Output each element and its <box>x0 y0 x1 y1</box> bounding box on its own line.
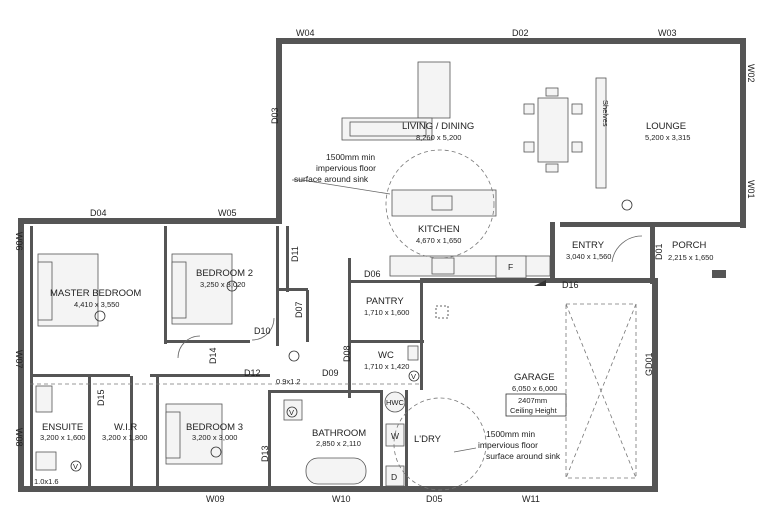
vent-label: V <box>289 408 294 417</box>
room-name-porch: PORCH <box>672 240 706 251</box>
vent-label: V <box>73 462 78 471</box>
tag-d01: D01 <box>654 243 664 260</box>
ensuite-window-size: 1.0x1.6 <box>34 477 59 486</box>
kitchen-note-line-2: impervious floor <box>316 163 376 173</box>
vent-icon <box>286 406 298 418</box>
room-name-kitchen: KITCHEN <box>418 224 460 235</box>
tag-w11: W11 <box>522 494 540 504</box>
smoke-alarm-icon <box>226 280 238 292</box>
tag-w06: W06 <box>14 232 24 251</box>
laundry-note-line-2: impervious floor <box>478 440 538 450</box>
tag-d11: D11 <box>290 246 300 262</box>
tag-w02: W02 <box>746 64 756 83</box>
exterior-walls <box>18 38 746 492</box>
laundry-note-line-1: 1500mm min <box>486 429 535 439</box>
shelves-label: Shelves <box>601 100 610 127</box>
room-dims-bedroom-3: 3,200 x 3,000 <box>192 433 237 442</box>
room-dims-kitchen: 4,670 x 1,650 <box>416 236 461 245</box>
vent-icon <box>70 460 82 472</box>
room-name-wir: W.I.R <box>114 422 137 433</box>
room-name-ensuite: ENSUITE <box>42 422 83 433</box>
step-marker-icon <box>534 280 546 286</box>
room-labels: LIVING / DINING 8,260 x 5,200 LOUNGE 5,2… <box>40 121 713 448</box>
tag-w10: W10 <box>332 494 351 504</box>
room-name-pantry: PANTRY <box>366 296 404 307</box>
room-name-entry: ENTRY <box>572 240 605 251</box>
tag-w09: W09 <box>206 494 225 504</box>
room-dims-bedroom-2: 3,250 x 3,020 <box>200 280 245 289</box>
notes: 1500mm min impervious floor surface arou… <box>34 100 610 486</box>
room-dims-entry: 3,040 x 1,560 <box>566 252 611 261</box>
room-name-lounge: LOUNGE <box>646 121 686 132</box>
vent-icon <box>408 370 420 382</box>
ceiling-height-label: Ceiling Height <box>510 406 558 415</box>
tag-d04: D04 <box>90 208 107 218</box>
kitchen-note-line-3: surface around sink <box>294 174 369 184</box>
tag-w08: W08 <box>14 428 24 447</box>
smoke-alarm-icon <box>210 446 222 458</box>
tag-d06: D06 <box>364 269 381 279</box>
room-dims-garage: 6,050 x 6,000 <box>512 384 557 393</box>
room-name-laundry: L'DRY <box>414 434 442 445</box>
hwc-label: HWC <box>386 398 404 407</box>
room-dims-lounge: 5,200 x 3,315 <box>645 133 690 142</box>
smoke-alarm-icon <box>94 310 106 322</box>
furniture <box>35 61 607 487</box>
laundry-note-line-3: surface around sink <box>486 451 561 461</box>
room-name-living-dining: LIVING / DINING <box>402 121 474 132</box>
tag-d16: D16 <box>562 280 579 290</box>
fixture-symbols: V V V HWC W D F <box>70 199 633 482</box>
room-dims-wc: 1,710 x 1,420 <box>364 362 409 371</box>
room-dims-wir: 3,200 x 1,800 <box>102 433 147 442</box>
dryer-label: D <box>391 472 397 482</box>
tag-d09: D09 <box>322 368 339 378</box>
opening-tags: W04 D02 W03 W02 W01 D03 D04 W05 W06 W07 … <box>14 28 756 504</box>
guide-lines <box>30 149 643 491</box>
room-name-bathroom: BATHROOM <box>312 428 366 439</box>
kitchen-note-line-1: 1500mm min <box>326 152 375 162</box>
room-dims-porch: 2,215 x 1,650 <box>668 253 713 262</box>
tag-d10: D10 <box>254 326 271 336</box>
fridge-label: F <box>508 262 513 272</box>
washer-label: W <box>391 431 399 441</box>
tag-d12: D12 <box>244 368 261 378</box>
tag-d15: D15 <box>96 389 106 406</box>
tag-d13: D13 <box>260 445 270 462</box>
tag-w03: W03 <box>658 28 677 38</box>
tag-gd01: GD01 <box>644 352 654 376</box>
smoke-alarm-icon <box>288 350 300 362</box>
room-name-bedroom-2: BEDROOM 2 <box>196 268 253 279</box>
tag-w01: W01 <box>746 180 756 199</box>
ceiling-height-value: 2407mm <box>518 396 547 405</box>
tag-d03: D03 <box>270 107 280 124</box>
room-name-wc: WC <box>378 350 394 361</box>
room-dims-pantry: 1,710 x 1,600 <box>364 308 409 317</box>
room-dims-bathroom: 2,850 x 2,110 <box>316 439 361 448</box>
shower-size: 0.9x1.2 <box>276 377 301 386</box>
room-name-garage: GARAGE <box>514 372 555 383</box>
tag-w05: W05 <box>218 208 237 218</box>
smoke-alarm-icon <box>621 199 633 211</box>
tag-d02: D02 <box>512 28 529 38</box>
tag-d14: D14 <box>208 347 218 364</box>
interior-walls <box>30 226 424 486</box>
tag-d07: D07 <box>294 301 304 318</box>
tag-d05: D05 <box>426 494 443 504</box>
tag-w04: W04 <box>296 28 315 38</box>
tag-w07: W07 <box>14 350 24 369</box>
room-dims-master-bedroom: 4,410 x 3,550 <box>74 300 119 309</box>
room-name-master-bedroom: MASTER BEDROOM <box>50 288 141 299</box>
meter-box-icon <box>435 305 449 319</box>
room-name-bedroom-3: BEDROOM 3 <box>186 422 243 433</box>
room-dims-living-dining: 8,260 x 5,200 <box>416 133 461 142</box>
tag-d08: D08 <box>342 345 352 362</box>
room-dims-ensuite: 3,200 x 1,600 <box>40 433 85 442</box>
vent-label: V <box>411 372 416 381</box>
